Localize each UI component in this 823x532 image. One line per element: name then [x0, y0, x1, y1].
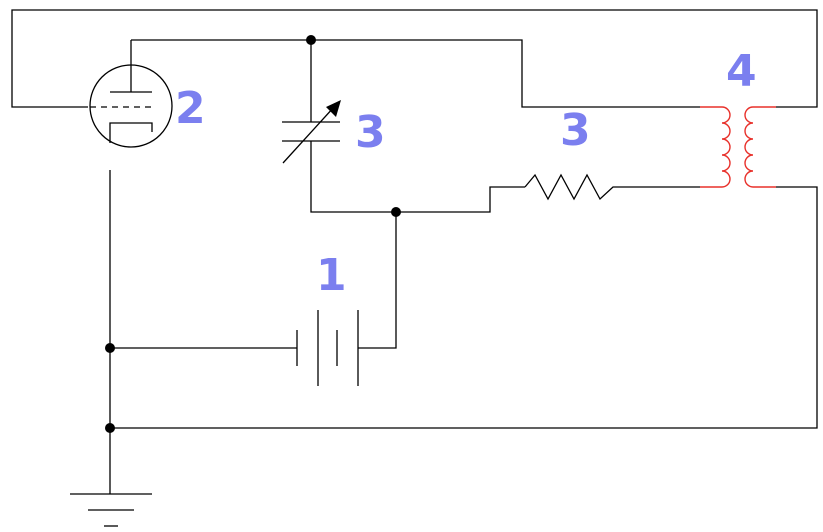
capacitor-bottom-wire: [310, 141, 525, 213]
outer-loop-wire: [11, 9, 818, 108]
transformer-icon: [700, 106, 776, 188]
variable-capacitor-label: 3: [355, 107, 386, 158]
junction-dot: [391, 207, 401, 217]
battery-label: 1: [316, 250, 347, 301]
right-return-wire: [110, 186, 818, 429]
tube-label: 2: [175, 83, 206, 134]
transformer-label: 4: [726, 46, 757, 97]
junction-dot: [306, 35, 316, 45]
junction-dot: [105, 343, 115, 353]
vacuum-tube-triode-icon: [89, 40, 173, 148]
plate-wire: [131, 39, 700, 108]
resistor-icon: [524, 173, 700, 201]
junction-dot: [105, 423, 115, 433]
battery-right-wire: [358, 212, 397, 349]
ground-icon: [70, 493, 152, 527]
battery-icon: [296, 310, 359, 386]
resistor-label: 3: [560, 105, 591, 156]
